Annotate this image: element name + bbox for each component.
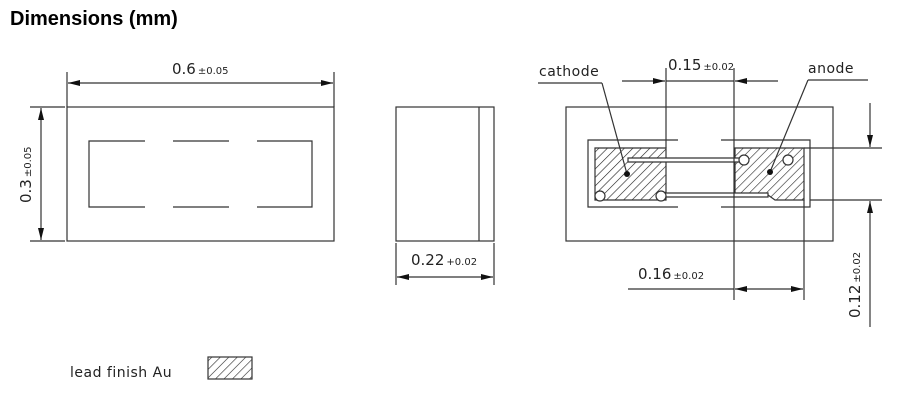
- hatch-swatch-icon: [207, 356, 253, 380]
- legend-label: lead finish Au: [70, 365, 172, 381]
- length-dimension: 0.6±0.05: [172, 60, 229, 78]
- pad-length-dimension: 0.16±0.02: [638, 265, 704, 283]
- cathode-dot-icon: [624, 171, 630, 177]
- pad-gap-dimension: 0.15±0.02: [668, 56, 734, 74]
- thickness-dimension: 0.22+0.02: [411, 251, 477, 269]
- bottom-view: [538, 68, 882, 327]
- anode-label: anode: [808, 61, 854, 77]
- pad-width-dimension: 0.12±0.02: [846, 252, 864, 318]
- cathode-label: cathode: [539, 64, 599, 80]
- width-dimension: 0.3±0.05: [17, 146, 35, 203]
- anode-dot-icon: [767, 169, 773, 175]
- top-view: [30, 72, 335, 242]
- page-title: Dimensions (mm): [10, 8, 178, 30]
- side-view: [395, 106, 495, 285]
